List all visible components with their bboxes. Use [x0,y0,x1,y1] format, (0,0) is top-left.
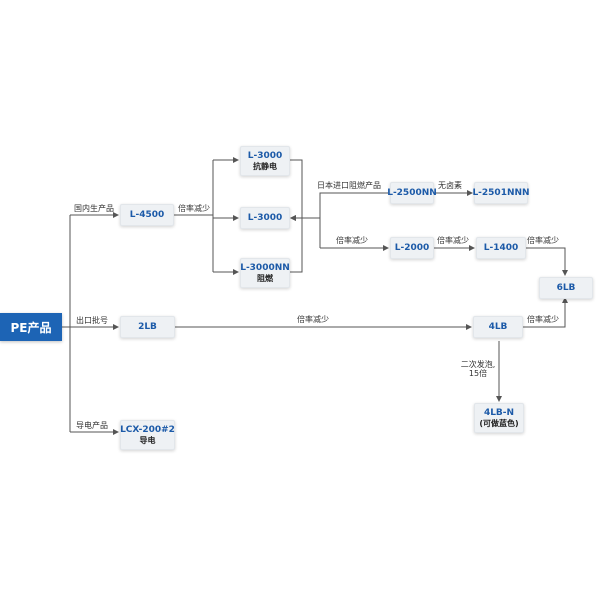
node-l3000[interactable]: L-3000 [240,207,290,229]
node-code: L-2000 [394,242,430,253]
node-l2501nnn[interactable]: L-2501NNN [472,182,530,204]
edge-label-rate-1400-6lb: 倍率减少 [527,236,559,245]
node-code: L-3000 [247,150,283,161]
node-6lb[interactable]: 6LB [539,277,593,299]
node-4lb[interactable]: 4LB [473,316,523,338]
node-l2000[interactable]: L-2000 [390,237,434,259]
edge-label-conductive: 导电产品 [76,421,108,430]
node-code: L-1400 [483,242,519,253]
node-2lb[interactable]: 2LB [120,316,175,338]
edge-label-rate-3000-2000: 倍率减少 [336,236,368,245]
edge-label-halogen-free: 无卤素 [438,181,462,190]
edge-label-secondary-foam: 二次发泡, 15倍 [460,360,496,378]
node-code: LCX-200#2 [120,424,175,435]
root-node-pe-products[interactable]: PE产品 [0,313,62,341]
node-code: 4LB [488,321,508,332]
node-l3000nn[interactable]: L-3000NN 阻燃 [240,258,290,288]
node-4lb-n[interactable]: 4LB-N (可做蓝色) [474,403,524,433]
node-l1400[interactable]: L-1400 [476,237,526,259]
node-code: 4LB-N [483,407,515,418]
return-bracket-line [290,159,303,273]
node-subtitle: 导电 [139,435,156,445]
edge-label-rate-4lb-6lb: 倍率减少 [527,315,559,324]
node-code: L-4500 [129,209,165,220]
edge-label-export: 出口批号 [76,316,108,325]
secondary-foam-line-2: 15倍 [468,369,488,379]
arrow-l1400-to-6lb [526,247,568,276]
node-code: 6LB [556,282,576,293]
root-trunk-line [62,215,71,432]
l2500-to-l3000-feed-line [291,192,388,248]
l4500-branch-trunk [174,160,214,272]
node-l4500[interactable]: L-4500 [120,204,174,226]
edge-label-rate-2000-1400: 倍率减少 [437,236,469,245]
node-code: 2LB [138,321,157,332]
node-subtitle: (可做蓝色) [479,418,519,428]
node-subtitle: 阻燃 [257,273,273,283]
edge-label-rate-2lb-4lb: 倍率减少 [297,315,329,324]
node-code: L-3000NN [240,262,290,273]
node-l3000-antistatic[interactable]: L-3000 抗静电 [240,146,290,176]
root-node-label: PE产品 [10,320,52,335]
node-l2500nn[interactable]: L-2500NN [387,182,437,204]
node-code: L-2501NNN [472,187,530,198]
edge-label-japan-fr: 日本进口阻燃产品 [317,181,381,190]
secondary-foam-line-1: 二次发泡, [460,360,496,369]
node-lcx-200-2[interactable]: LCX-200#2 导电 [120,420,175,450]
node-code: L-2500NN [387,187,437,198]
node-subtitle: 抗静电 [253,161,277,171]
edge-label-rate-4500: 倍率减少 [178,204,210,213]
node-code: L-3000 [247,212,283,223]
arrow-4lb-to-6lb [522,297,568,328]
edge-label-domestic: 国内生产品 [74,204,114,213]
